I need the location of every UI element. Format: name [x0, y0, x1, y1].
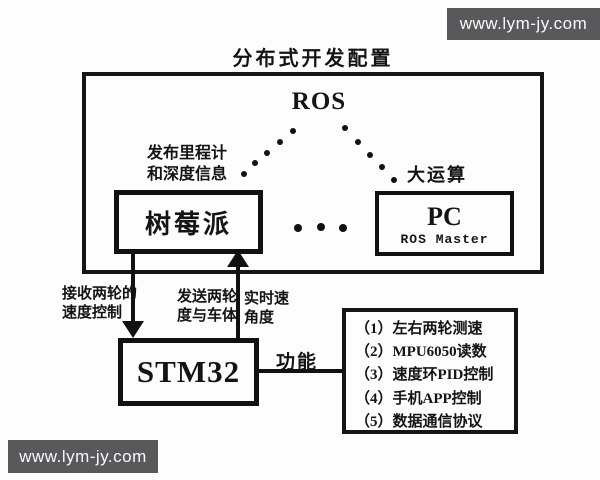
ros-system-frame [82, 72, 544, 274]
send-speed-label-left: 发送两轮 度与车体 [177, 289, 238, 324]
dot [241, 171, 247, 177]
dot [252, 160, 258, 166]
dot [367, 152, 373, 158]
watermark-top-right: www.lym-jy.com [447, 8, 600, 40]
function-list-item: （5）数据通信协议 [355, 413, 483, 430]
publish-odometry-label: 发布里程计 和深度信息 [147, 145, 228, 183]
function-connector-line [259, 369, 342, 373]
dot [290, 128, 296, 134]
diagram-title: 分布式开发配置 [232, 48, 394, 70]
watermark-text: www.lym-jy.com [459, 14, 588, 33]
up-arrow-head-icon [227, 250, 249, 267]
dot [379, 164, 385, 170]
function-list-item: （4）手机APP控制 [355, 390, 482, 407]
raspberry-pi-label: 树莓派 [144, 209, 232, 239]
dot [264, 150, 270, 156]
stm32-node: STM32 [118, 338, 259, 406]
watermark-bottom-left: www.lym-jy.com [8, 440, 158, 473]
function-list-item: （1）左右两轮测速 [355, 321, 483, 337]
send-speed-label-right: 实时速 角度 [244, 291, 290, 326]
pc-node: PC ROS Master [375, 191, 514, 256]
dot [339, 224, 347, 232]
ros-label: ROS [291, 88, 347, 115]
stm32-label: STM32 [136, 354, 241, 389]
function-label: 功能 [276, 352, 319, 373]
function-list-box: （1）左右两轮测速 （2）MPU6050读数 （3）速度环PID控制 （4）手机APP… [342, 308, 518, 434]
watermark-text: www.lym-jy.com [19, 446, 147, 466]
dot [342, 125, 348, 131]
up-arrow-line [236, 265, 240, 338]
down-arrow-line [131, 254, 135, 322]
ros-master-label: ROS Master [400, 231, 489, 247]
dot [355, 139, 361, 145]
raspberry-pi-node: 树莓派 [114, 190, 263, 254]
dot [277, 139, 283, 145]
pc-label: PC [427, 201, 462, 231]
dot [391, 177, 397, 183]
big-compute-label: 大运算 [407, 165, 467, 185]
function-list-item: （2）MPU6050读数 [355, 344, 487, 361]
receive-speed-label: 接收两轮的 速度控制 [62, 286, 138, 321]
dot [317, 223, 325, 231]
dot [294, 224, 302, 232]
down-arrow-head-icon [122, 321, 144, 338]
function-list-item: （3）速度环PID控制 [355, 367, 494, 384]
